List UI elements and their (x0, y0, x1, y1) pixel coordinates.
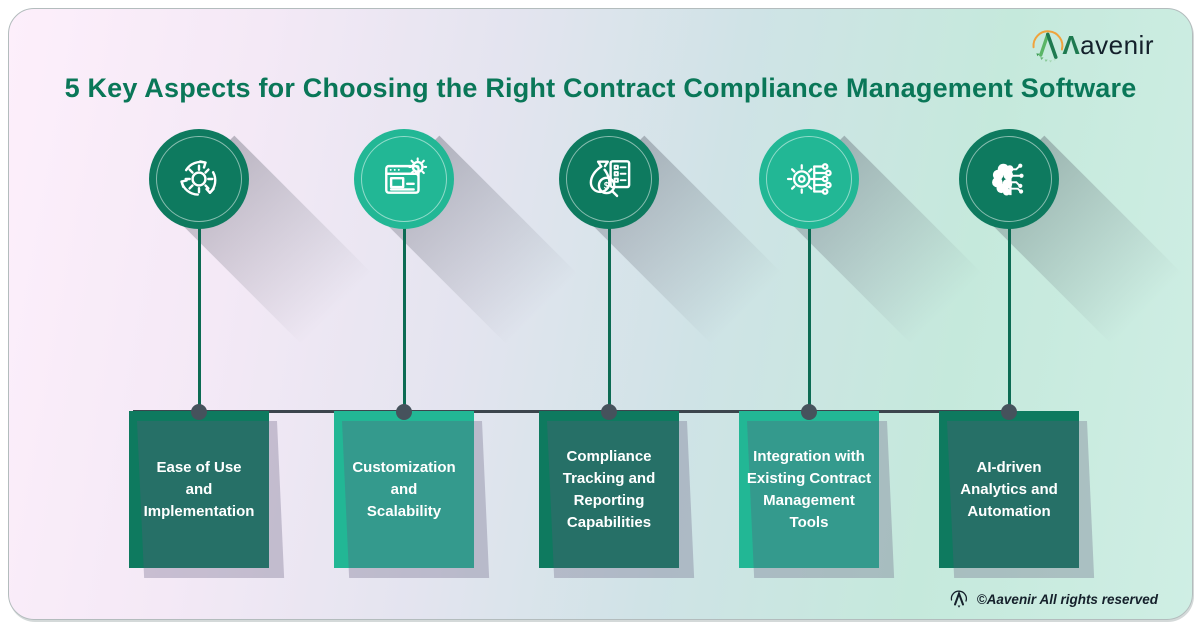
aspect-box: Customization and Scalability (334, 411, 474, 568)
connector-line (607, 227, 611, 415)
circle-ring (766, 136, 852, 222)
brand-logo: Λavenir (1028, 25, 1154, 65)
aspect-label: AI-driven Analytics and Automation (960, 458, 1058, 520)
copyright-text: ©Aavenir All rights reserved (976, 591, 1158, 607)
aavenir-logo-icon (1032, 30, 1064, 63)
aspect-column: Customization and Scalability (334, 9, 617, 619)
connector-line (197, 227, 201, 415)
connector-line (807, 227, 811, 415)
gear-sync-icon (180, 160, 217, 196)
connector-dot (396, 404, 412, 420)
aavenir-mark-icon (950, 590, 967, 608)
aspect-column: $ Compliance Tracking and Reporting Capa… (539, 9, 822, 619)
icon-circle (149, 129, 249, 229)
page-title: 5 Key Aspects for Choosing the Right Con… (64, 73, 1137, 103)
aspect-label: Ease of Use and Implementation (143, 458, 255, 520)
aspect-column: AI-driven Analytics and Automation (939, 9, 1192, 619)
integration-icon (786, 163, 832, 195)
circle-ring (361, 136, 447, 222)
audit-report-icon: $ (589, 160, 631, 198)
icon-circle (959, 129, 1059, 229)
circle-ring (156, 136, 242, 222)
ai-brain-icon (992, 163, 1024, 196)
aspect-label: Integration with Existing Contract Manag… (746, 447, 872, 531)
connector-dot (601, 404, 617, 420)
icon-circle: $ (559, 129, 659, 229)
connector-line (402, 227, 406, 415)
circle-ring (566, 136, 652, 222)
connector-dot (801, 404, 817, 420)
svg-text:$: $ (604, 181, 610, 192)
browser-gear-icon (385, 157, 428, 194)
aspect-box: Compliance Tracking and Reporting Capabi… (539, 411, 679, 568)
brand-logo-text: Λavenir (1062, 29, 1154, 60)
aspect-column: Integration with Existing Contract Manag… (739, 9, 1022, 619)
infographic-card: Λavenir 5 Key Aspects for Choosing the R… (8, 8, 1193, 620)
aspect-label: Customization and Scalability (352, 458, 456, 520)
aspect-box: Ease of Use and Implementation (129, 411, 269, 568)
aspect-label: Compliance Tracking and Reporting Capabi… (562, 447, 656, 531)
aspect-column: Ease of Use and Implementation (129, 9, 412, 619)
aspect-box: Integration with Existing Contract Manag… (739, 411, 879, 568)
connector-line (1007, 227, 1011, 415)
icon-circle (354, 129, 454, 229)
icon-circle (759, 129, 859, 229)
circle-ring (966, 136, 1052, 222)
connector-dot (191, 404, 207, 420)
aspect-box: AI-driven Analytics and Automation (939, 411, 1079, 568)
connector-dot (1001, 404, 1017, 420)
footer: ©Aavenir All rights reserved (948, 588, 1158, 610)
